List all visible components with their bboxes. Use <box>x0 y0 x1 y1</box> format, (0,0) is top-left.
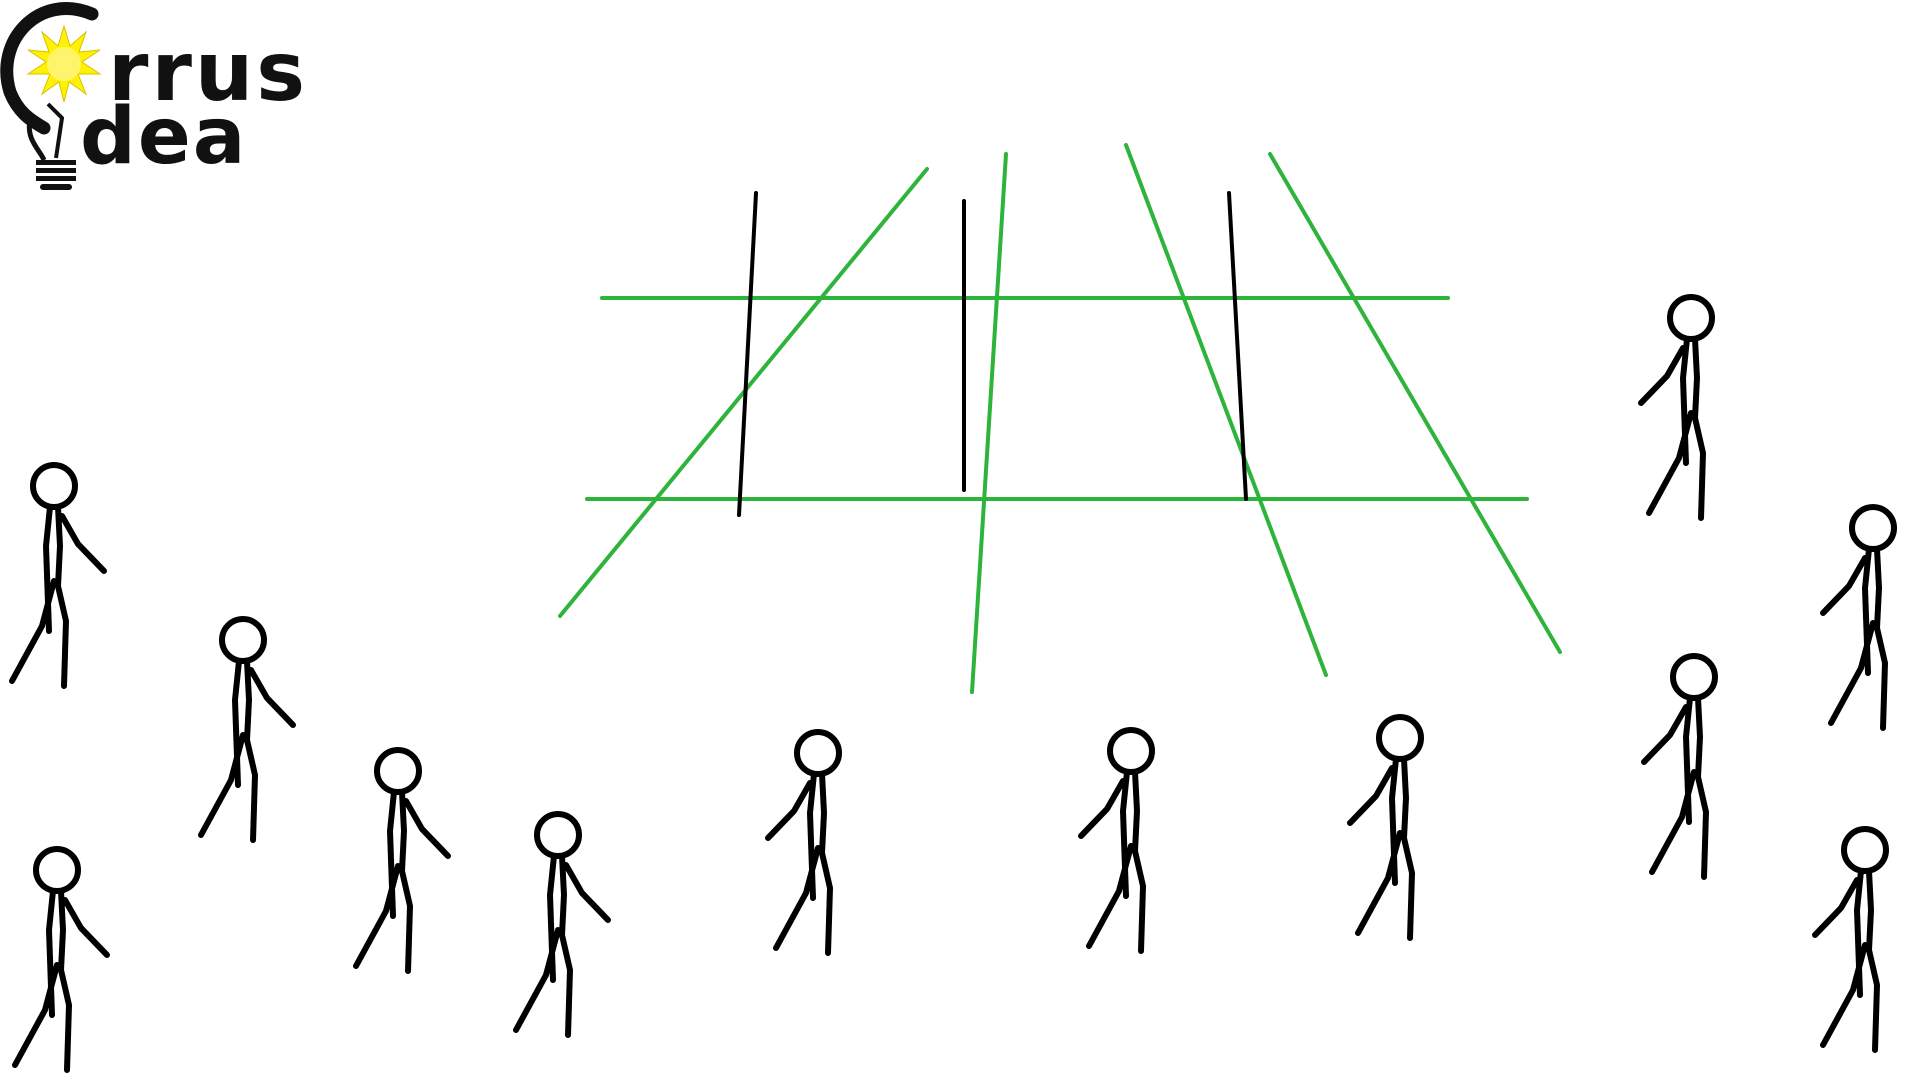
stick-figure-body <box>1641 695 1709 880</box>
stick-figures <box>9 294 1897 1073</box>
stick-figure <box>1641 653 1718 880</box>
stick-figure-body <box>1638 336 1706 521</box>
stick-figure-body <box>1078 769 1146 954</box>
stick-figure <box>198 616 296 843</box>
logo-c-arc <box>0 2 99 135</box>
stick-figure <box>1820 504 1897 731</box>
green-line-diagonal-center-right <box>1124 143 1328 677</box>
black-post-left <box>737 191 758 517</box>
bulb-base-icon <box>26 119 76 190</box>
stick-figure-body <box>1820 546 1888 731</box>
stick-figure-body <box>1347 756 1415 941</box>
black-post-right <box>1227 191 1248 501</box>
stick-figure <box>9 462 107 689</box>
stick-figure-head <box>1841 826 1889 874</box>
stick-figure <box>1812 826 1889 1053</box>
stick-figure <box>1638 294 1715 521</box>
stick-figure-head <box>1849 504 1897 552</box>
stick-figure <box>513 811 611 1038</box>
stick-figure-head <box>1107 727 1155 775</box>
stick-figure-body <box>12 888 110 1073</box>
green-line-near-vertical <box>970 152 1008 694</box>
stick-figure-head <box>33 846 81 894</box>
stick-figure-head <box>1670 653 1718 701</box>
stick-figure-body <box>765 771 833 956</box>
stick-figure-body <box>198 658 296 843</box>
stick-figure-head <box>794 729 842 777</box>
stick-figure-head <box>1376 714 1424 762</box>
stick-figure-body <box>1812 868 1880 1053</box>
cirrus-idea-logo: rrus dea <box>0 2 308 190</box>
stick-figure <box>765 729 842 956</box>
green-lines <box>558 143 1562 694</box>
stick-figure-head <box>30 462 78 510</box>
stick-figure <box>1347 714 1424 941</box>
stick-figure-head <box>1667 294 1715 342</box>
stick-figure-body <box>513 853 611 1038</box>
black-lines <box>737 191 1248 517</box>
stick-figure <box>1078 727 1155 954</box>
stick-figure-head <box>219 616 267 664</box>
stick-figure <box>12 846 110 1073</box>
logo-line1: rrus <box>108 25 308 120</box>
green-line-diagonal-right <box>1268 152 1562 654</box>
stick-figure-head <box>374 747 422 795</box>
sun-icon <box>26 24 102 103</box>
stick-figure-head <box>534 811 582 859</box>
logo-line2: dea <box>80 92 247 182</box>
stick-figure-body <box>353 789 451 974</box>
stick-figure <box>353 747 451 974</box>
stick-figure-body <box>9 504 107 689</box>
bulb-stem <box>46 102 65 159</box>
